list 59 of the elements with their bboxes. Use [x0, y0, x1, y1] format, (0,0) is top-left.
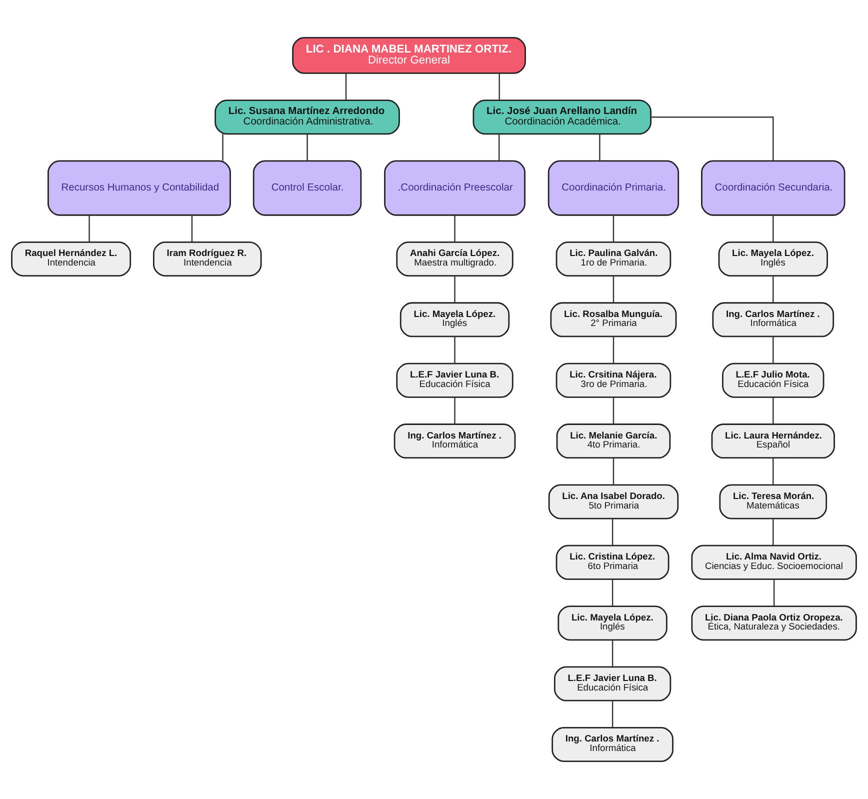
- connector: [612, 518, 614, 546]
- node-box: Lic. Melanie García. 4to Primaria.: [556, 424, 671, 459]
- node-box: L.E.F Javier Luna B. Educación Física: [554, 666, 672, 702]
- connector: [612, 215, 614, 242]
- node-box: Lic. Rosalba Munguía. 2° Primaria: [550, 302, 677, 338]
- node-box: Coordinación Secundaria.: [701, 160, 846, 216]
- node-box: Anahi García López. Maestra multigrado.: [396, 242, 514, 276]
- node-box: Recursos Humanos y Contabilidad: [48, 160, 231, 216]
- connector: [772, 215, 774, 242]
- connector: [345, 73, 347, 100]
- node-box: Control Escolar.: [252, 160, 362, 216]
- connector: [773, 579, 775, 606]
- connector: [306, 134, 308, 161]
- node-box: Lic. Laura Hernández. Español: [711, 424, 835, 459]
- node-box: LIC . DIANA MABEL MARTINEZ ORTIZ. Director General: [292, 37, 526, 74]
- node-box: Raquel Hernández L. Intendencia: [11, 242, 132, 276]
- node-box: Lic. Mayela López. Inglés: [400, 302, 510, 338]
- connector: [612, 397, 614, 424]
- connector: [612, 640, 614, 667]
- connector: [454, 336, 456, 364]
- connector: [454, 276, 456, 303]
- node-box: Iram Rodríguez R. Intendencia: [153, 242, 262, 276]
- node-box: Lic. Diana Paola Ortiz Oropeza. Ética, Naturaleza y Sociedades.: [691, 606, 857, 641]
- node-box: Ing. Carlos Martínez . Informática: [712, 302, 834, 338]
- node-box: Lic. Ana Isabel Dorado. 5to Primaria: [548, 484, 679, 520]
- node-box: Lic. Mayela López. Inglés: [718, 242, 828, 276]
- connector: [651, 116, 774, 161]
- connector: [498, 134, 500, 161]
- connector: [772, 518, 774, 546]
- connector: [772, 397, 774, 424]
- node-box: Lic. Mayela López. Inglés: [558, 606, 668, 641]
- connector: [612, 276, 614, 303]
- node-box: L.E.F Julio Mota. Educación Física: [722, 362, 824, 398]
- node-box: .Coordinación Preescolar: [384, 160, 526, 216]
- connector: [599, 134, 600, 161]
- connector: [772, 336, 774, 364]
- connector: [612, 336, 614, 364]
- node-box: Lic. Alma Navid Ortiz. Ciencias y Educ. Socioemocional: [691, 544, 857, 580]
- connector: [612, 579, 614, 606]
- connector: [612, 458, 614, 485]
- node-box: Lic. José Juan Arellano Landín Coordinación Académica.: [472, 100, 652, 135]
- connector: [454, 397, 456, 424]
- node-box: Lic. Susana Martínez Arredondo Coordinación Administrativa.: [214, 100, 400, 135]
- connector: [88, 215, 90, 242]
- node-box: Ing. Carlos Martínez . Informática: [552, 726, 674, 762]
- connector: [498, 73, 500, 100]
- connector: [772, 458, 774, 485]
- connector: [454, 215, 456, 242]
- node-box: Lic. Paulina Galván. 1ro de Primaria.: [556, 242, 672, 276]
- connector: [612, 700, 614, 728]
- connector: [191, 215, 193, 242]
- connector: [222, 134, 224, 161]
- connector: [772, 276, 774, 303]
- node-box: Lic. Teresa Morán. Matemáticas: [719, 484, 828, 520]
- node-box: Lic. Cristina López. 6to Primaria: [556, 544, 670, 580]
- node-box: Ing. Carlos Martínez . Informática: [394, 424, 516, 459]
- node-box: L.E.F Javier Luna B. Educación Física: [396, 362, 514, 398]
- node-box: Coordinación Primaria.: [548, 160, 680, 216]
- node-box: Lic. Crsitina Nájera. 3ro de Primaria.: [556, 362, 672, 398]
